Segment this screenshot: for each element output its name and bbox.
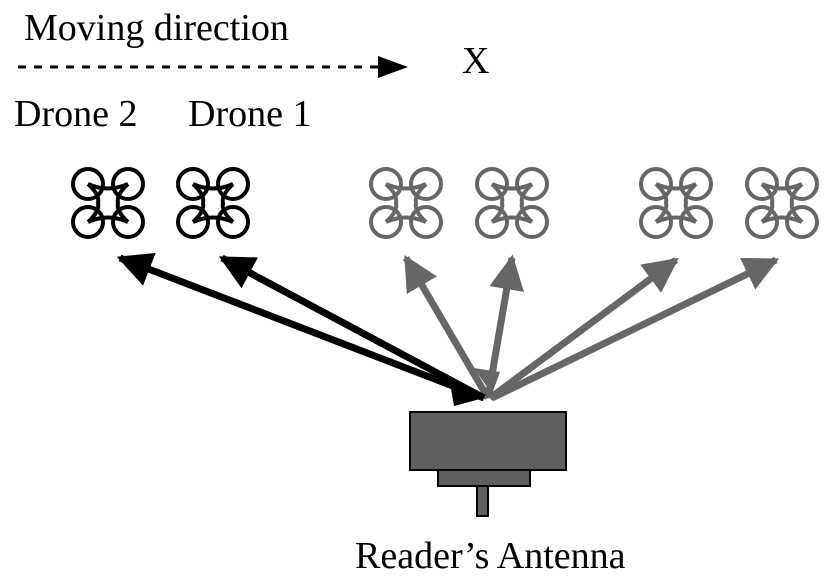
- signal-arrow-drone-2-current: [116, 252, 486, 402]
- drone-2-label: Drone 2: [14, 93, 137, 135]
- drone-2-mid-icon: [369, 167, 443, 239]
- drone-1-label: Drone 1: [188, 93, 311, 135]
- signal-arrow-drone-1-current: [218, 254, 486, 402]
- drone-1-current-icon: [176, 167, 250, 239]
- drone-1-far-icon: [745, 167, 819, 239]
- drone-2-far-icon: [639, 167, 713, 239]
- signal-arrow-tail-black: [450, 383, 484, 406]
- signal-arrow-tail-gray: [474, 368, 500, 394]
- signal-arrow-drone-1-far: [490, 256, 780, 402]
- signal-arrow-drone-2-mid: [402, 254, 492, 400]
- moving-direction-label: Moving direction: [24, 7, 289, 49]
- drone-2-current-icon: [71, 167, 145, 239]
- axis-x-label: X: [462, 40, 489, 82]
- reader-antenna-icon: [409, 411, 567, 517]
- reader-antenna-label: Reader’s Antenna: [355, 535, 626, 577]
- drone-1-mid-icon: [475, 167, 549, 239]
- signal-arrow-drone-2-far: [487, 257, 679, 401]
- moving-direction-arrowhead: [378, 56, 408, 78]
